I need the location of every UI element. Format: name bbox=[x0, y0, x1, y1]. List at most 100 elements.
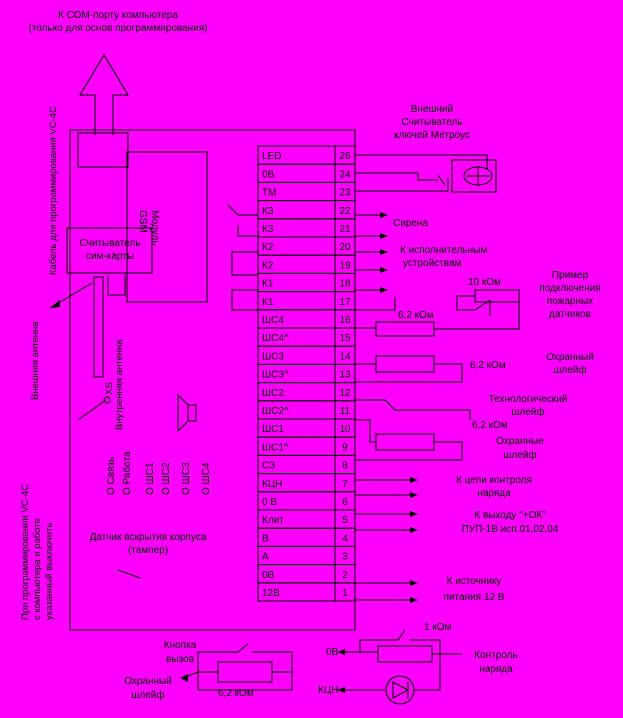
left-note-line2: с компьютера и работе bbox=[32, 518, 43, 620]
tech-loop-1: Технологический bbox=[489, 394, 568, 405]
button-label1: Кнопка bbox=[164, 640, 197, 651]
relay-contacts bbox=[227, 204, 258, 311]
led-indicators: О Связь О Работа О ШС1 О ШС2 О ШС3 О ШС4 bbox=[106, 451, 212, 495]
terminal-label: ШС4^ bbox=[262, 333, 289, 344]
left-note-line3: указанный выключить bbox=[44, 523, 55, 620]
terminal-label: Клит bbox=[262, 515, 284, 526]
terminal-label: А bbox=[262, 552, 269, 563]
power-2: питания 12 В bbox=[444, 592, 505, 603]
alarm-loop-b-2: шлейф bbox=[503, 449, 536, 461]
terminal-number: 19 bbox=[339, 260, 351, 271]
control-label2: наряда bbox=[479, 664, 513, 675]
terminal-number: 17 bbox=[339, 297, 351, 308]
buzzer-icon bbox=[177, 393, 197, 433]
gsm-modem bbox=[126, 151, 208, 303]
terminal-label: КЦН bbox=[262, 479, 282, 490]
control-label1: Контроль bbox=[474, 650, 517, 661]
alarm-loop-a-1: Охранный bbox=[546, 352, 594, 363]
terminal-label: В bbox=[262, 533, 269, 544]
siren-label: Сирена bbox=[393, 218, 428, 229]
terminal-0v: 0В bbox=[326, 647, 339, 658]
led-label: О Работа bbox=[121, 451, 133, 495]
terminal-cell bbox=[257, 545, 336, 566]
case-sensor-label1: Датчик вскрытия корпуса bbox=[90, 532, 207, 543]
terminal-number: 11 bbox=[340, 406, 351, 417]
sim-reader-label2: сим-карты bbox=[86, 251, 134, 262]
terminal-number: 24 bbox=[339, 169, 351, 180]
gsm-modem-label1: Модуль bbox=[149, 210, 160, 245]
terminal-number: 12 bbox=[339, 388, 351, 399]
terminal-number: 2 bbox=[342, 570, 348, 581]
case-sensor-label2: (тампер) bbox=[128, 545, 168, 556]
arrowheads bbox=[380, 212, 418, 603]
internal-antenna bbox=[93, 276, 104, 378]
sim-reader-label1: Считыватель bbox=[80, 238, 141, 249]
terminal-label: LED bbox=[262, 151, 281, 162]
terminal-label: К2 bbox=[262, 260, 274, 271]
terminal-number: 26 bbox=[339, 151, 351, 162]
device-case bbox=[69, 129, 356, 631]
terminal-label: ШС2^ bbox=[262, 406, 289, 417]
resistor-1k: 1 кОм bbox=[424, 622, 451, 633]
xs-label: ХS bbox=[104, 382, 115, 395]
terminal-number: 10 bbox=[339, 424, 351, 435]
terminal-number: 5 bbox=[342, 515, 348, 526]
terminal-number: 15 bbox=[339, 333, 351, 344]
tamper-switch bbox=[117, 569, 141, 579]
gsm-modem-label2: GSM bbox=[137, 210, 148, 233]
reader-label2: Считыватель bbox=[402, 117, 463, 128]
terminal-number: 21 bbox=[339, 224, 351, 235]
sim-reader bbox=[66, 227, 153, 274]
resistor-10k-label: 10 кОм bbox=[468, 277, 501, 288]
resistor-62-b: 6,2 кОм bbox=[470, 360, 506, 371]
alarm-loop-b-1: Охранные bbox=[496, 436, 544, 447]
led-label: О Связь bbox=[106, 457, 117, 495]
executive-label1: К исполнительным bbox=[400, 245, 487, 256]
ok-output-2: ПУП-1В исп.01,02,04 bbox=[462, 524, 559, 535]
led-label: О ШС2 bbox=[161, 462, 172, 495]
terminal-label: 0В bbox=[262, 570, 275, 581]
terminal-label: ТМ bbox=[262, 188, 276, 199]
fire-example-1: Пример bbox=[552, 270, 589, 281]
terminal-number: 20 bbox=[339, 242, 351, 253]
internal-antenna-label: Внутренняя антенна bbox=[114, 339, 125, 430]
terminal-number: 6 bbox=[342, 497, 348, 508]
com-port-arrow bbox=[79, 54, 129, 135]
led-label: О ШС4 bbox=[201, 462, 212, 495]
executive-label2: устройствам bbox=[403, 258, 462, 269]
terminal-label: 0 В bbox=[262, 497, 277, 508]
bottom-right-circuit bbox=[340, 629, 462, 705]
control-circuit-1: К цепи контроля bbox=[456, 475, 532, 486]
terminal-number: 13 bbox=[339, 370, 351, 381]
resistor-62-c: 6,2 кОм bbox=[472, 420, 508, 431]
terminal-label: К3 bbox=[262, 224, 274, 235]
terminal-number: 18 bbox=[339, 279, 351, 290]
bottom-alarm-loop2: шлейф bbox=[131, 689, 164, 701]
cable-note: Кабель для программирования VC-4C bbox=[48, 106, 59, 275]
bottom-alarm-loop1: Охранный bbox=[124, 676, 172, 687]
reader-label1: Внешний bbox=[411, 104, 453, 115]
tech-loop-2: шлейф bbox=[511, 406, 544, 418]
terminal-number: 22 bbox=[339, 206, 351, 217]
power-1: К источнику bbox=[447, 576, 502, 587]
left-note-line1: При программировании VC-4C bbox=[20, 484, 31, 620]
terminal-label: К3 bbox=[262, 206, 274, 217]
resistor-62-a: 6,2 кОм bbox=[398, 310, 434, 321]
terminal-number: 1 bbox=[342, 588, 348, 599]
terminal-label: ШС1 bbox=[262, 424, 284, 435]
terminal-number: 14 bbox=[339, 351, 351, 362]
button-label2: вызов bbox=[166, 654, 194, 665]
terminal-label: К1 bbox=[262, 279, 274, 290]
top-note-line1: К СОМ-порту компьютера bbox=[58, 10, 178, 21]
terminal-label: ШС1^ bbox=[262, 442, 289, 453]
fire-example-2: подключения bbox=[539, 283, 601, 294]
com-connector bbox=[77, 132, 129, 168]
terminal-label: ШС3^ bbox=[262, 370, 289, 381]
terminal-label: 12В bbox=[262, 588, 280, 599]
terminal-label: К1 bbox=[262, 297, 274, 308]
terminal-number: 3 bbox=[342, 552, 348, 563]
alarm-loop-a-2: шлейф bbox=[553, 364, 586, 376]
terminal-label: ШС2 bbox=[262, 388, 284, 399]
external-antenna-label: Внешняя антенна bbox=[30, 321, 41, 400]
